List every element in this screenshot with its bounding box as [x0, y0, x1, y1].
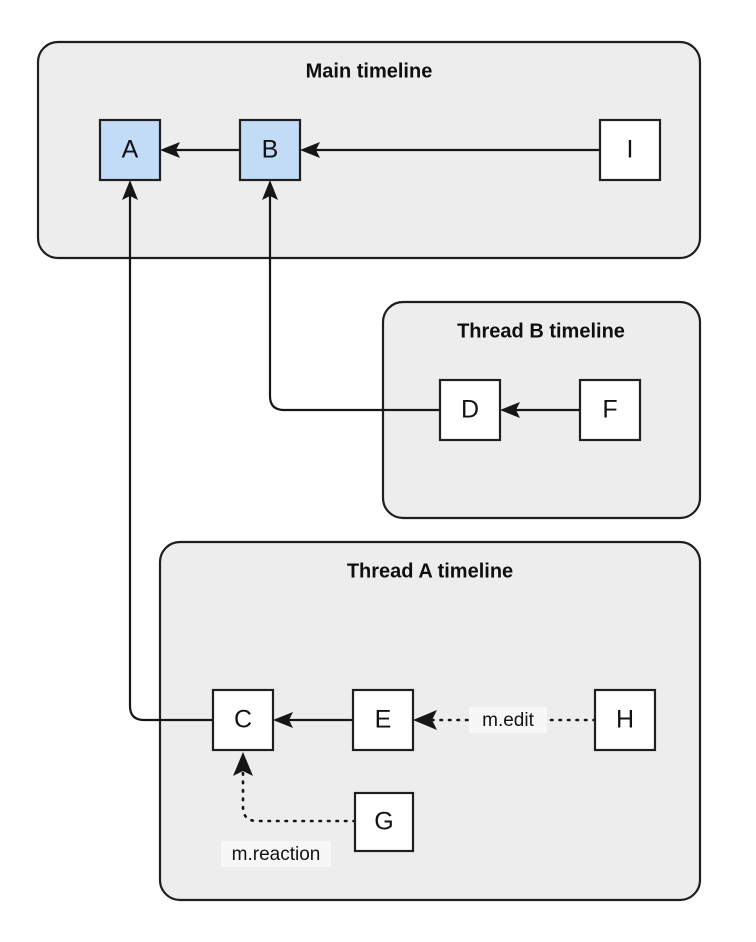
edge-c-to-a-arrowhead: [122, 180, 138, 200]
node-c[interactable]: C: [211, 688, 275, 752]
edge-b-to-a-arrowhead: [160, 142, 180, 158]
node-d[interactable]: D: [438, 378, 502, 442]
node-i-box[interactable]: [598, 118, 662, 182]
group-main-timeline-title: Main timeline: [306, 60, 433, 82]
edge-h-to-e-label-background: [469, 707, 547, 733]
edge-f-to-d[interactable]: [500, 402, 580, 418]
edge-d-to-b-arrowhead: [262, 180, 278, 200]
edge-b-to-a[interactable]: [160, 142, 240, 158]
node-e-box[interactable]: [351, 688, 415, 752]
node-a-label: A: [122, 136, 139, 164]
edge-h-to-e-label: m.edit: [482, 710, 534, 731]
node-b-label: B: [262, 136, 279, 164]
edge-g-to-c-label: m.reaction: [232, 844, 321, 865]
edge-g-to-c[interactable]: m.reaction: [221, 752, 357, 867]
edge-h-to-e-arrowhead: [413, 710, 437, 730]
node-c-label: C: [234, 706, 252, 734]
node-e-label: E: [375, 706, 392, 734]
edge-f-to-d-arrowhead: [500, 402, 520, 418]
group-thread-b-timeline-title: Thread B timeline: [457, 320, 625, 342]
node-f-label: F: [602, 396, 617, 424]
node-a[interactable]: A: [98, 118, 162, 182]
node-f-box[interactable]: [578, 378, 642, 442]
node-i-label: I: [627, 136, 634, 164]
node-c-box[interactable]: [211, 688, 275, 752]
node-d-box[interactable]: [438, 378, 502, 442]
group-thread-a-timeline-title: Thread A timeline: [347, 560, 513, 582]
node-g-box[interactable]: [353, 791, 415, 853]
node-h-label: H: [616, 706, 634, 734]
node-i[interactable]: I: [598, 118, 662, 182]
edge-e-to-c[interactable]: [273, 712, 353, 728]
node-a-box[interactable]: [98, 118, 162, 182]
node-b[interactable]: B: [238, 118, 302, 182]
node-d-label: D: [461, 396, 479, 424]
node-h-box[interactable]: [593, 688, 657, 752]
edge-g-to-c-arrowhead: [233, 752, 253, 776]
node-f[interactable]: F: [578, 378, 642, 442]
edge-d-to-b[interactable]: [262, 180, 440, 412]
edge-h-to-e[interactable]: m.edit: [413, 707, 597, 733]
node-h[interactable]: H: [593, 688, 657, 752]
edge-i-to-b-arrowhead: [300, 142, 320, 158]
edge-e-to-c-arrowhead: [273, 712, 293, 728]
edge-g-to-c-label-background: [221, 841, 331, 867]
node-g-label: G: [374, 808, 393, 836]
node-e[interactable]: E: [351, 688, 415, 752]
edge-i-to-b[interactable]: [300, 142, 600, 158]
node-b-box[interactable]: [238, 118, 302, 182]
node-g[interactable]: G: [353, 791, 415, 853]
edge-c-to-a[interactable]: [122, 180, 213, 722]
